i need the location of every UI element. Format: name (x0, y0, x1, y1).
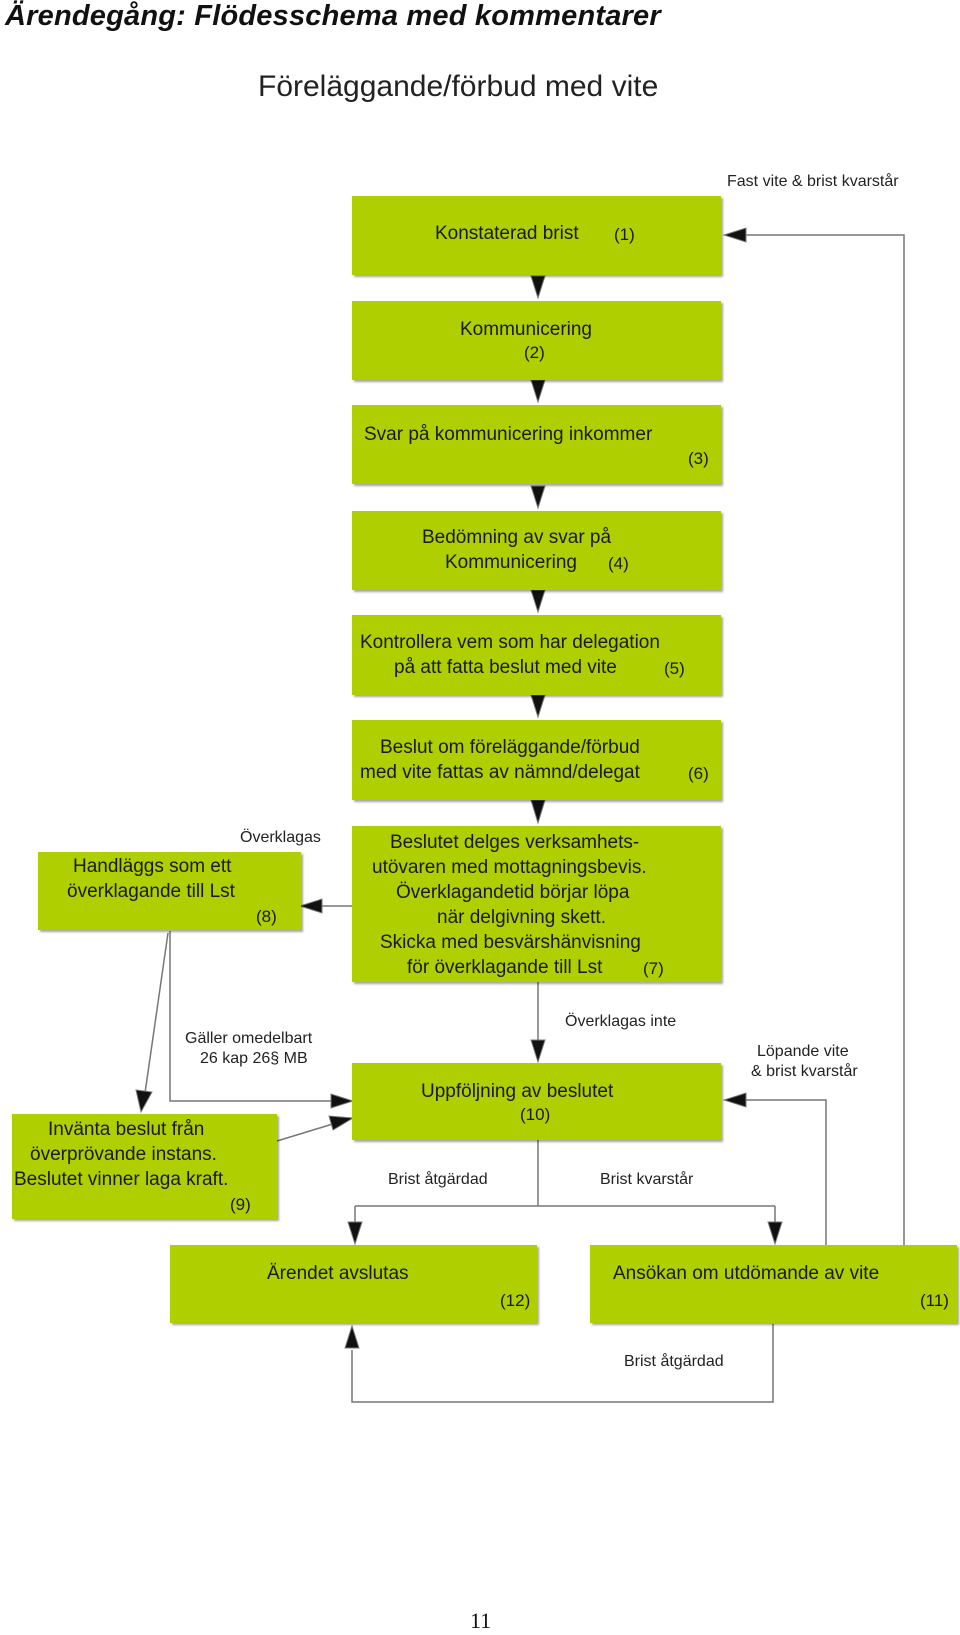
arrowhead (298, 898, 323, 914)
node-8-text-1: Handläggs som ett (73, 856, 232, 877)
node-5-text-2: på att fatta beslut med vite (394, 657, 617, 678)
edge-9-10 (276, 1122, 337, 1142)
node-9-text-1: Invänta beslut från (48, 1119, 205, 1140)
label-lopande-vite: Löpande vite (757, 1043, 849, 1060)
arrowhead (767, 1221, 783, 1246)
label-brist-atgardad: Brist åtgärdad (388, 1171, 488, 1188)
label-overklagas-inte: Överklagas inte (565, 1013, 677, 1030)
node-7-text-2: utövaren med mottagningsbevis. (372, 857, 647, 878)
node-1: Konstaterad brist (1) (352, 196, 721, 275)
node-7-text-6: för överklagande till Lst (407, 957, 603, 978)
node-2: Kommunicering (2) (352, 301, 721, 380)
node-9-text-3: Beslutet vinner laga kraft. (14, 1169, 229, 1190)
arrowhead (330, 1093, 355, 1109)
node-6-text-2: med vite fattas av nämnd/delegat (360, 762, 640, 783)
arrowhead (722, 1092, 747, 1108)
label-26-kap: 26 kap 26§ MB (200, 1050, 308, 1067)
node-6: Beslut om föreläggande/förbud med vite f… (352, 720, 721, 800)
arrowhead (135, 1089, 153, 1114)
edge-11-10 (746, 1099, 827, 1245)
label-fast-vite: Fast vite & brist kvarstår (727, 173, 899, 190)
node-12: Ärendet avslutas (12) (170, 1245, 537, 1323)
node-11: Ansökan om utdömande av vite (11) (590, 1245, 957, 1323)
node-5-number: (5) (664, 659, 685, 678)
arrowhead (530, 275, 546, 300)
node-12-number: (12) (500, 1291, 531, 1310)
node-10: Uppföljning av beslutet (10) (352, 1063, 721, 1140)
page-number: 11 (470, 1608, 492, 1633)
arrowhead (530, 589, 546, 614)
node-6-number: (6) (688, 764, 709, 783)
page-heading: Ärendegång: Flödesschema med kommentarer (5, 0, 661, 32)
arrowhead (344, 1324, 360, 1349)
arrowhead (347, 1221, 363, 1246)
label-overklagas: Överklagas (240, 829, 321, 846)
node-7-text-1: Beslutet delges verksamhets- (390, 832, 640, 853)
edge-11-1 (746, 234, 905, 1245)
label-brist-atgardad-bottom: Brist åtgärdad (624, 1353, 724, 1370)
node-1-text: Konstaterad brist (435, 223, 579, 244)
node-9: Invänta beslut från överprövande instans… (12, 1114, 277, 1219)
arrowhead (530, 799, 546, 825)
node-12-text: Ärendet avslutas (267, 1263, 409, 1284)
arrowhead (530, 485, 546, 510)
node-4-text-1: Bedömning av svar på (422, 527, 612, 548)
node-4-number: (4) (608, 554, 629, 573)
node-7-text-3: Överklagandetid börjar löpa (396, 882, 630, 903)
node-11-text: Ansökan om utdömande av vite (613, 1263, 880, 1284)
node-4: Bedömning av svar på Kommunicering (4) (352, 511, 721, 590)
arrowhead (530, 694, 546, 719)
diagram-title: Föreläggande/förbud med vite (258, 70, 659, 103)
node-8-text-2: överklagande till Lst (67, 881, 235, 902)
arrowhead (530, 379, 546, 404)
node-5: Kontrollera vem som har delegation på at… (352, 615, 721, 695)
arrowhead (722, 227, 747, 243)
node-10-number: (10) (520, 1105, 551, 1124)
node-4-text-2: Kommunicering (445, 552, 577, 573)
node-1-number: (1) (614, 225, 635, 244)
label-brist-kvarstar-2: & brist kvarstår (751, 1063, 858, 1080)
label-brist-kvarstar: Brist kvarstår (600, 1171, 694, 1188)
edge-8-9 (143, 932, 169, 1101)
edge-11-12 (351, 1324, 774, 1403)
edge-8-10 (169, 931, 336, 1102)
arrowhead (328, 1115, 355, 1131)
node-2-text: Kommunicering (460, 319, 592, 340)
node-7-text-4: när delgivning skett. (437, 907, 606, 928)
node-7-text-5: Skicka med besvärshänvisning (380, 932, 641, 953)
label-galler-omedelbart: Gäller omedelbart (185, 1030, 313, 1047)
node-7-number: (7) (643, 959, 664, 978)
node-9-number: (9) (230, 1195, 251, 1214)
arrowhead (530, 1039, 546, 1064)
node-6-text-1: Beslut om föreläggande/förbud (380, 737, 640, 758)
node-7: Beslutet delges verksamhets- utövaren me… (352, 826, 721, 982)
node-8-number: (8) (256, 907, 277, 926)
node-3-number: (3) (688, 449, 709, 468)
node-3-text: Svar på kommunicering inkommer (364, 424, 653, 445)
node-11-number: (11) (920, 1291, 949, 1310)
node-8: Handläggs som ett överklagande till Lst … (38, 852, 301, 930)
node-3: Svar på kommunicering inkommer (3) (352, 405, 721, 484)
node-9-text-2: överprövande instans. (30, 1144, 217, 1165)
node-10-text: Uppföljning av beslutet (421, 1081, 614, 1102)
node-2-number: (2) (524, 343, 545, 362)
node-5-text-1: Kontrollera vem som har delegation (360, 632, 660, 653)
